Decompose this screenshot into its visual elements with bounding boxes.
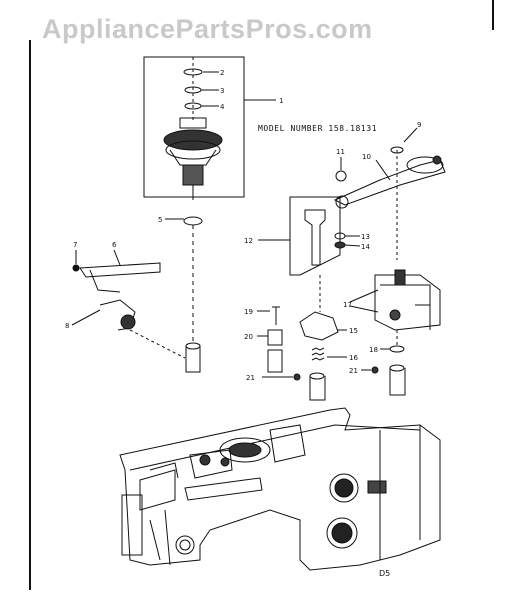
- part-19-screw: [272, 306, 280, 325]
- callout-numbers: 1 2 3 4 5 6 7 8 9 10 11 12 13 14 15 16 1…: [65, 69, 421, 382]
- part-17-block: [374, 269, 441, 331]
- callout-7: 7: [73, 241, 77, 249]
- link-assembly: [333, 146, 446, 260]
- callout-9: 9: [417, 121, 421, 129]
- leader-17a: [349, 289, 379, 303]
- callout-14: 14: [361, 243, 370, 251]
- callout-13: 13: [361, 233, 370, 241]
- callout-3: 3: [220, 87, 224, 95]
- part-12-bracket: [304, 209, 326, 266]
- callout-15: 15: [349, 327, 358, 335]
- callout-16: 16: [349, 354, 358, 362]
- callout-6: 6: [112, 241, 117, 249]
- callout-12: 12: [244, 237, 253, 245]
- part-11-nut: [335, 170, 347, 182]
- axis-lever: [129, 329, 186, 359]
- callout-11: 11: [336, 148, 345, 156]
- sewing-machine-body: [119, 407, 441, 571]
- callout-21-left: 21: [246, 374, 255, 382]
- part-15: [299, 311, 339, 341]
- bobbin-gear-assembly: [163, 57, 223, 200]
- part-5-washer: [183, 216, 203, 226]
- leader-17b: [349, 305, 379, 313]
- leader-6: [113, 249, 121, 266]
- shaft-middle-top: [309, 372, 325, 380]
- shaft-left-top: [185, 342, 201, 350]
- part-16-spring: [311, 347, 325, 361]
- callout-18: 18: [369, 346, 378, 354]
- callout-1: 1: [279, 97, 283, 105]
- leader-9: [403, 127, 418, 143]
- part-12-frame: [289, 196, 341, 276]
- callout-2: 2: [220, 69, 224, 77]
- callout-20: 20: [244, 333, 253, 341]
- part-20-bushing: [267, 329, 283, 346]
- model-number-label: MODEL NUMBER 158.18131: [258, 124, 378, 133]
- watermark: AppliancePartsPros.com: [42, 14, 373, 44]
- callout-10: 10: [362, 153, 371, 161]
- callout-21-right: 21: [349, 367, 358, 375]
- shaft-right-top: [389, 364, 405, 372]
- callout-4: 4: [220, 103, 225, 111]
- shaft-left: [185, 346, 201, 373]
- part-1-frame: [143, 56, 245, 198]
- leader-8: [71, 309, 101, 326]
- shaft-middle: [309, 376, 326, 401]
- page-code: D5: [379, 569, 391, 578]
- callout-17: 17: [343, 301, 352, 309]
- lever-assembly: [72, 262, 161, 331]
- callout-8: 8: [65, 322, 69, 330]
- part-21-screw-a: [293, 373, 301, 381]
- callout-19: 19: [244, 308, 253, 316]
- part-21-screw-b: [371, 366, 379, 374]
- leader-14: [344, 244, 361, 247]
- callout-5: 5: [158, 216, 162, 224]
- shaft-middle-small: [267, 349, 283, 373]
- shaft-right: [389, 368, 406, 396]
- part-14: [334, 241, 346, 249]
- leader-10: [375, 159, 391, 181]
- part-18-washer: [389, 345, 405, 353]
